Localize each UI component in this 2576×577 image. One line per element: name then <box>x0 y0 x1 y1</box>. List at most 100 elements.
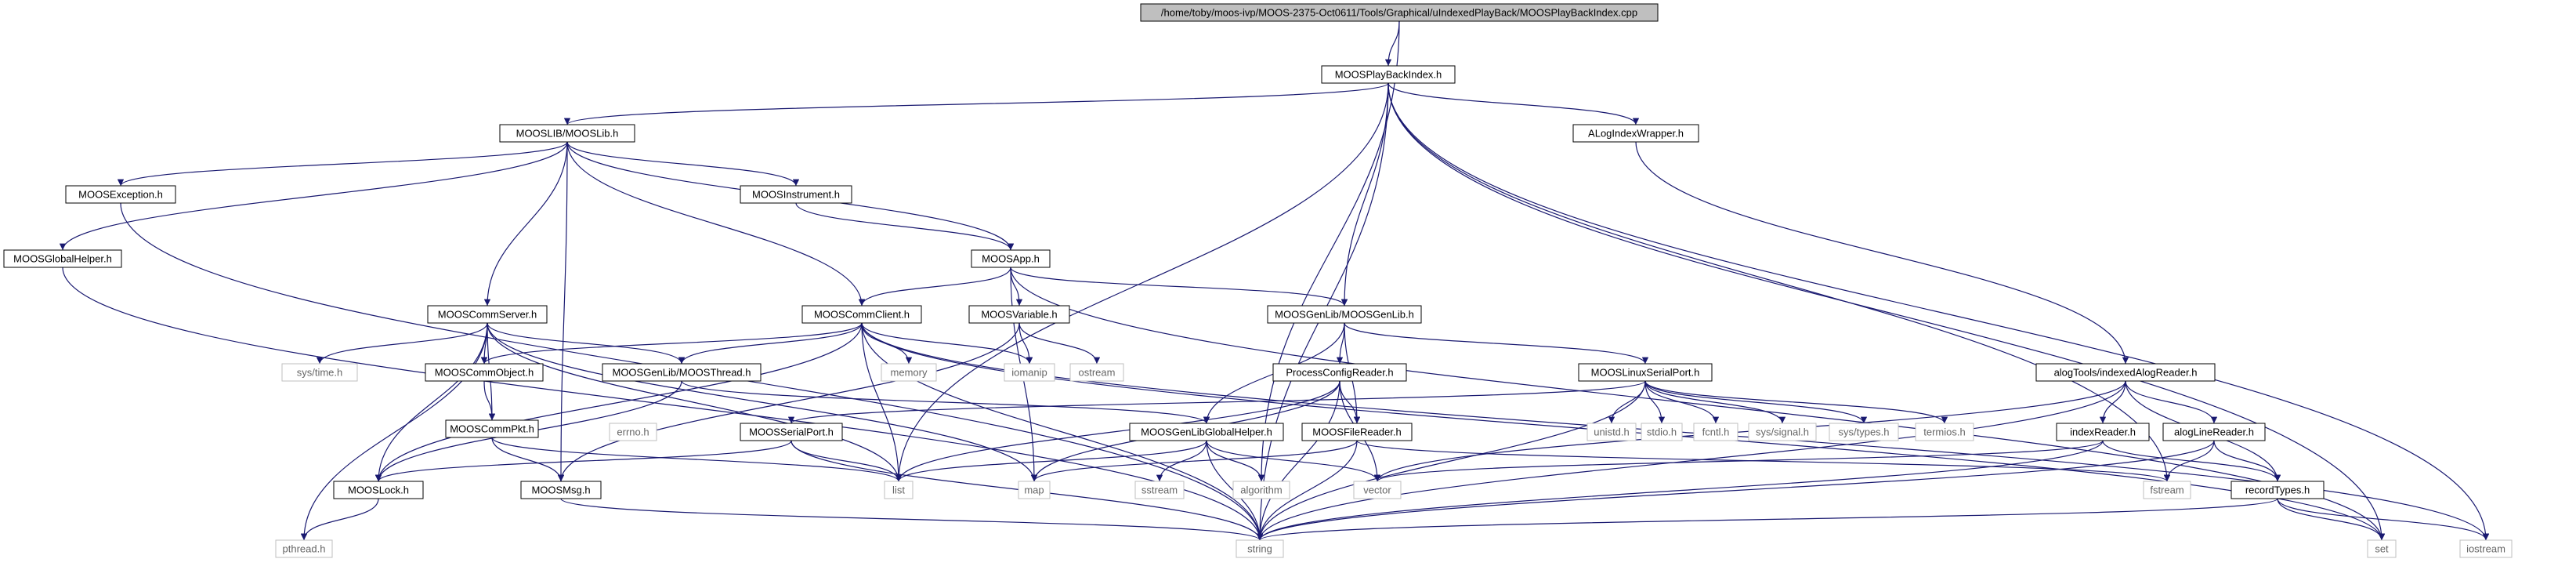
edge-n23-to-n34 <box>374 440 792 482</box>
node-mooscommpkt-h[interactable]: MOOSCommPkt.h <box>445 419 539 438</box>
node-mooscommserver-h[interactable]: MOOSCommServer.h <box>427 305 548 324</box>
node-label: MOOSCommPkt.h <box>450 423 534 435</box>
node-mooslinuxserialport-h[interactable]: MOOSLinuxSerialPort.h <box>1578 363 1713 382</box>
edge-n42-to-n46 <box>2277 498 2490 541</box>
node-label: recordTypes.h <box>2245 484 2310 496</box>
node-box <box>425 363 544 382</box>
edge-n19-to-n31 <box>1644 380 1948 424</box>
node-box <box>1272 363 1407 382</box>
node-label: MOOSLIB/MOOSLib.h <box>516 128 619 140</box>
node-label: MOOSCommClient.h <box>814 309 910 321</box>
node-box <box>968 305 1070 324</box>
node-box <box>1693 423 1738 441</box>
node-alogtools-indexedalogreader-h[interactable]: alogTools/indexedAlogReader.h <box>2035 363 2216 382</box>
node-label: MOOSFileReader.h <box>1312 426 1401 438</box>
node-moosserialport-h[interactable]: MOOSSerialPort.h <box>740 423 843 441</box>
node-box <box>1353 481 1402 499</box>
node-box <box>1129 423 1284 441</box>
node-box <box>2143 481 2191 499</box>
edge-n9-to-n44 <box>861 322 1264 541</box>
node-label: map <box>1024 484 1044 496</box>
node-label: memory <box>891 367 928 379</box>
node-string: string <box>1236 539 1284 558</box>
node-box <box>1004 363 1055 382</box>
node-label: sys/time.h <box>297 367 343 379</box>
node-box <box>1069 363 1124 382</box>
node-mooscommclient-h[interactable]: MOOSCommClient.h <box>801 305 922 324</box>
node-label: alogLineReader.h <box>2174 426 2254 438</box>
node-moosapp-h[interactable]: MOOSApp.h <box>971 249 1051 268</box>
edge-n1-to-n3 <box>1387 82 1640 125</box>
node-moosinstrument-h[interactable]: MOOSInstrument.h <box>740 185 852 204</box>
node-box <box>2162 423 2266 441</box>
node-box <box>2035 363 2216 382</box>
node-label: alogTools/indexedAlogReader.h <box>2054 367 2198 379</box>
node-sstream: sstream <box>1134 481 1185 499</box>
node-box <box>1915 423 1974 441</box>
edge-n1-to-n45 <box>1387 82 2386 541</box>
node-fcntl-h: fcntl.h <box>1693 423 1738 441</box>
edge-n19-to-n26 <box>1608 380 1646 424</box>
node-moosfilereader-h[interactable]: MOOSFileReader.h <box>1301 423 1413 441</box>
node-mooslock-h[interactable]: MOOSLock.h <box>333 481 424 499</box>
node-label: sstream <box>1141 484 1178 496</box>
node-sys-signal-h: sys/signal.h <box>1748 423 1817 441</box>
node-sys-time-h: sys/time.h <box>281 363 358 382</box>
edge-n11-to-n19 <box>1344 322 1649 365</box>
node-label: fcntl.h <box>1702 426 1730 438</box>
edge-n25-to-n44 <box>1256 440 1358 541</box>
edge-n2-to-n4 <box>117 141 568 187</box>
edge-n24-to-n40 <box>1206 440 1381 482</box>
nodes-layer: /home/toby/moos-ivp/MOOS-2375-Oct0611/To… <box>3 3 2513 558</box>
node-moosgenlib-moosthread-h[interactable]: MOOSGenLib/MOOSThread.h <box>602 363 762 382</box>
edge-n20-to-n44 <box>1256 380 2126 541</box>
node-moosgenlibglobalhelper-h[interactable]: MOOSGenLibGlobalHelper.h <box>1129 423 1284 441</box>
node-box <box>2056 423 2150 441</box>
node-mooslib-mooslib-h[interactable]: MOOSLIB/MOOSLib.h <box>499 124 635 143</box>
node-aloglinereader-h[interactable]: alogLineReader.h <box>2162 423 2266 441</box>
node-memory: memory <box>881 363 937 382</box>
node-processconfigreader-h[interactable]: ProcessConfigReader.h <box>1272 363 1407 382</box>
node-label: algorithm <box>1240 484 1282 496</box>
edge-n20-to-n33 <box>2125 380 2218 424</box>
node-set: set <box>2367 539 2397 558</box>
node-moosexception-h[interactable]: MOOSException.h <box>65 185 176 204</box>
node-box <box>881 363 937 382</box>
node-alogindexwrapper-h[interactable]: ALogIndexWrapper.h <box>1572 124 1699 143</box>
node-box <box>1572 124 1699 143</box>
node-label: MOOSLinuxSerialPort.h <box>1591 367 1700 379</box>
node-recordtypes-h[interactable]: recordTypes.h <box>2230 481 2325 499</box>
node-termios-h: termios.h <box>1915 423 1974 441</box>
node-moosmsg-h[interactable]: MOOSMsg.h <box>520 481 602 499</box>
node-label: iomanip <box>1011 367 1047 379</box>
node-moosplaybackindex-h[interactable]: MOOSPlayBackIndex.h <box>1321 65 1456 84</box>
edge-n19-to-n28 <box>1644 380 1720 424</box>
node-mooscommobject-h[interactable]: MOOSCommObject.h <box>425 363 544 382</box>
node-iomanip: iomanip <box>1004 363 1055 382</box>
node-map: map <box>1018 481 1051 499</box>
edge-n2-to-n5 <box>566 141 800 187</box>
node-box <box>65 185 176 204</box>
node-home-toby-moos-ivp-moos-2375-oct0611-tools-graphical-uindexedplayback-moosplaybackindex-cpp[interactable]: /home/toby/moos-ivp/MOOS-2375-Oct0611/To… <box>1140 3 1659 22</box>
edges-layer <box>59 20 2490 541</box>
edge-n33-to-n42 <box>2213 440 2281 482</box>
edge-n33-to-n44 <box>1256 440 2215 541</box>
edge-n7-to-n11 <box>1010 267 1348 307</box>
edge-n19-to-n44 <box>1256 380 1646 541</box>
edge-n8-to-n14 <box>487 322 686 365</box>
edge-n9-to-n13 <box>480 322 863 365</box>
node-box <box>2367 539 2397 558</box>
node-moosvariable-h[interactable]: MOOSVariable.h <box>968 305 1070 324</box>
node-iostream: iostream <box>2459 539 2513 558</box>
edge-n18-to-n44 <box>1256 380 1340 541</box>
node-label: sys/types.h <box>1838 426 1889 438</box>
node-box <box>1140 3 1659 22</box>
node-moosgenlib-moosgenlib-h[interactable]: MOOSGenLib/MOOSGenLib.h <box>1267 305 1422 324</box>
edge-n21-to-n36 <box>491 437 903 482</box>
edge-n24-to-n36 <box>895 440 1207 482</box>
node-box <box>884 481 914 499</box>
node-moosglobalhelper-h[interactable]: MOOSGlobalHelper.h <box>3 249 122 268</box>
edge-n19-to-n27 <box>1644 380 1666 424</box>
node-indexreader-h[interactable]: indexReader.h <box>2056 423 2150 441</box>
